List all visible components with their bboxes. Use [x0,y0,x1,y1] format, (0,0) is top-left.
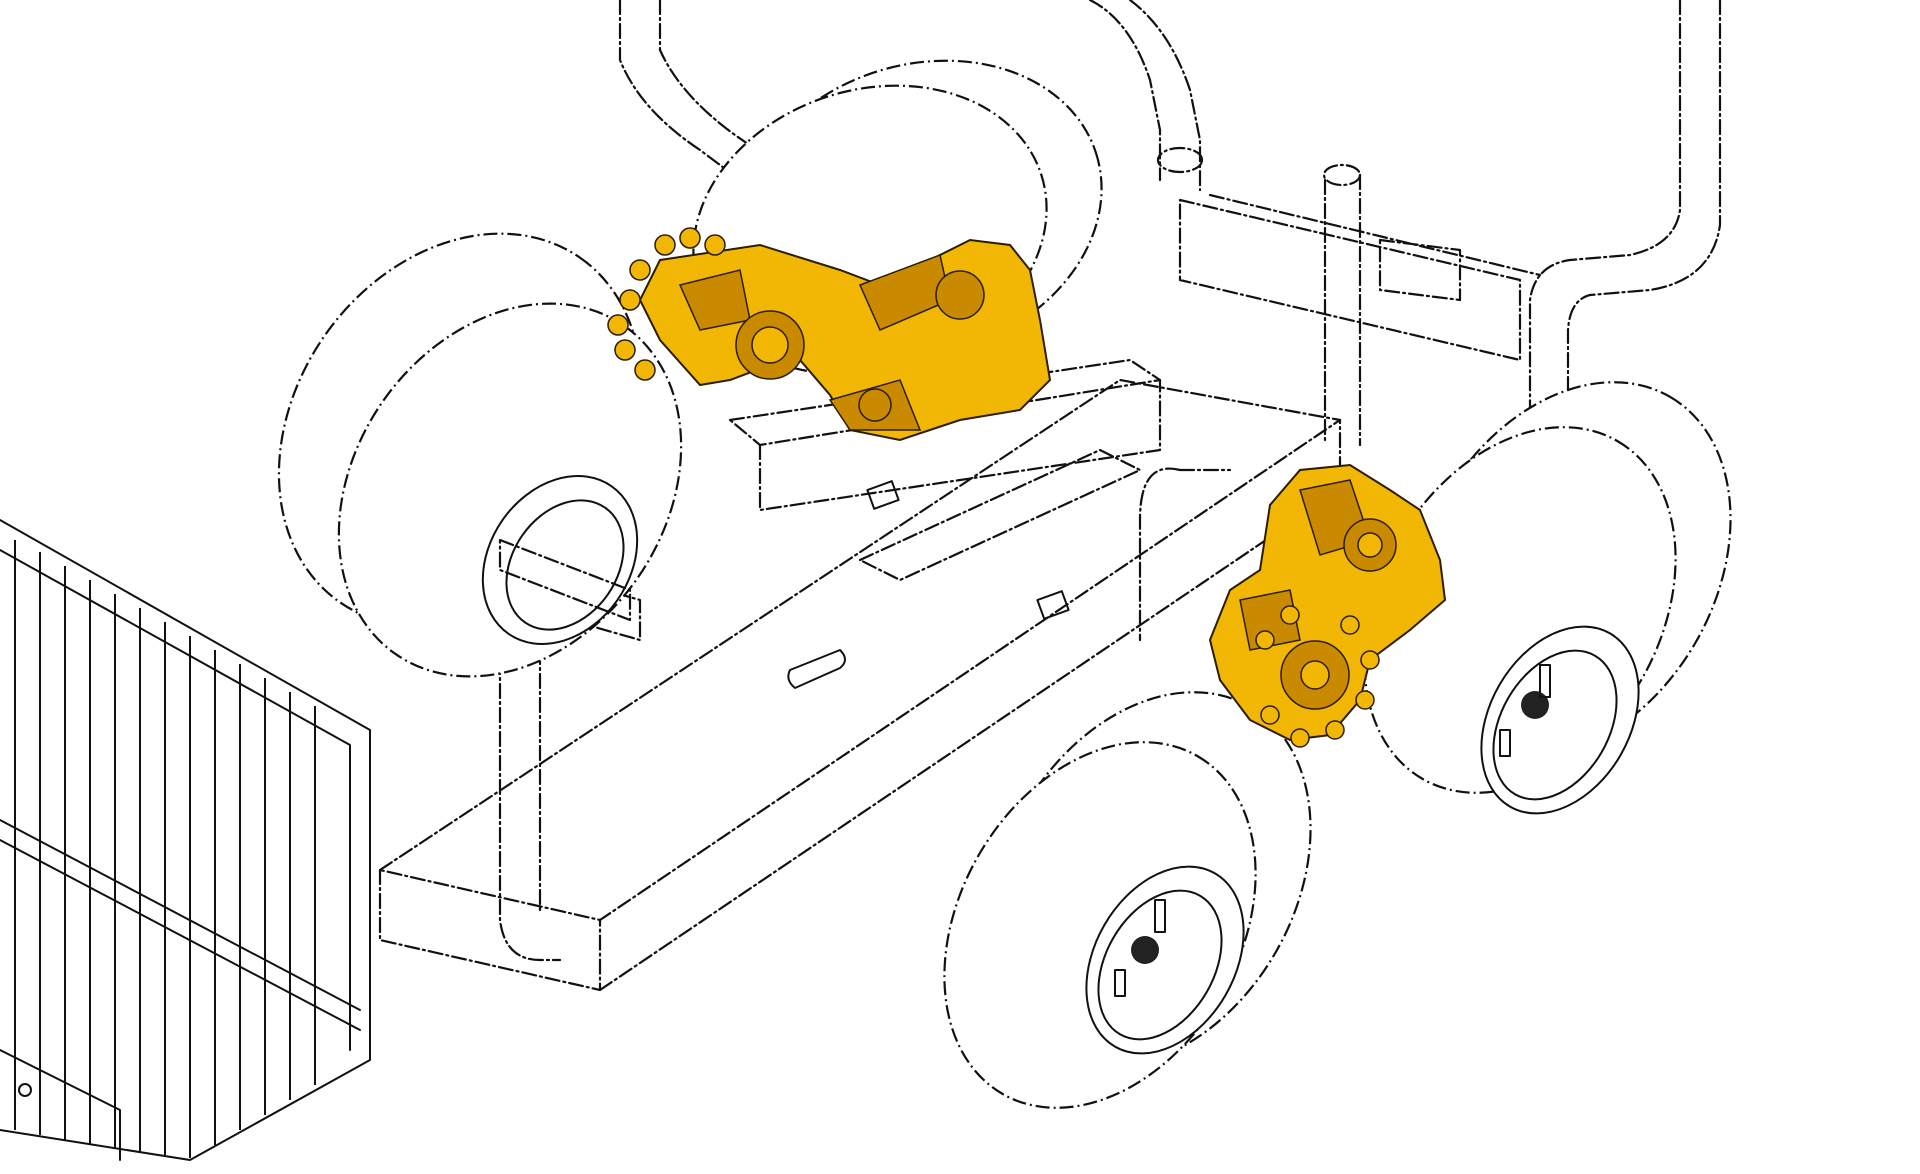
right-rear-wheel [1363,381,1732,815]
right-bogie-drive-assembly [1208,463,1447,748]
rear-rack [1178,193,1542,362]
left-front-wheel [277,232,683,678]
left-bogie-drive-assembly [607,227,1052,442]
right-front-wheel [943,691,1312,1109]
front-grille [0,519,371,1161]
